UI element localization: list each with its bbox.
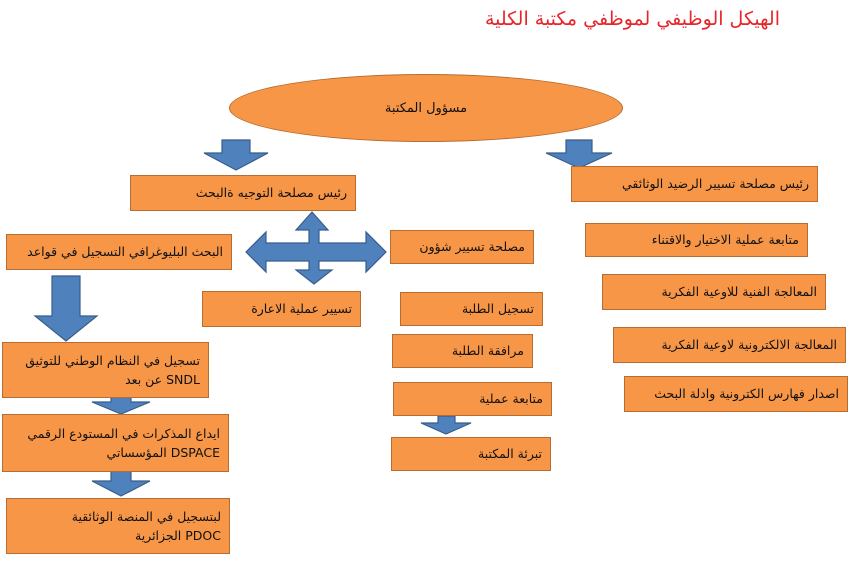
node-catalogs-guides: اصدار فهارس الكترونية وادلة البحث (624, 376, 848, 412)
node-bibliographic-research: البحث البليوغرافي التسجيل في قواعد (6, 234, 232, 270)
node-label: البحث البليوغرافي التسجيل في قواعد (27, 244, 223, 260)
node-label-line: لبتسجيل في المنصة الوثائقية (71, 508, 221, 524)
node-process-follow-up: متابعة عملية (393, 382, 552, 416)
node-label: رئيس مصلحة التوجيه ةالبحث (195, 185, 347, 201)
node-label: اصدار فهارس الكترونية وادلة البحث (654, 386, 839, 402)
arrow-dspace-to-pdoc (91, 469, 151, 497)
node-student-registration: تسجيل الطلبة (400, 292, 543, 326)
node-guidance-research-head: رئيس مصلحة التوجيه ةالبحث (130, 175, 356, 211)
node-label: مصلحة تسيير شؤون (419, 239, 525, 255)
node-label: تبرئة المكتبة (478, 446, 542, 462)
node-label: المعالجة الالكترونية لاوعية الفكرية (661, 337, 837, 353)
node-library-head: مسؤول المكتبة (229, 74, 623, 142)
node-label: متابعة عملية الاختيار والاقتناء (651, 232, 799, 248)
node-label-line: ايداع المذكرات في المستودع الرقمي (27, 425, 220, 441)
node-electronic-processing: المعالجة الالكترونية لاوعية الفكرية (613, 327, 846, 363)
node-label: المعالجة الفنية للاوعية الفكرية (661, 284, 817, 300)
node-collection-management-head: رئيس مصلحة تسيير الرضيد الوثائقي (571, 166, 818, 202)
arrow-root-to-right (545, 139, 613, 169)
arrow-root-to-left (203, 139, 269, 171)
node-loan-management: تسيير عملية الاعارة (202, 291, 361, 327)
node-student-affairs-head: مصلحة تسيير شؤون (390, 230, 534, 264)
node-label: رئيس مصلحة تسيير الرضيد الوثائقي (621, 176, 809, 192)
node-pdoc-registration: لبتسجيل في المنصة الوثائقية PDOC الجزائر… (6, 498, 230, 554)
node-label-line: PDOC الجزائرية (135, 528, 221, 543)
node-label-group: تسجيل في النظام الوطني للتوثيق SNDL عن ب… (11, 351, 200, 390)
arrow-bib-to-sndl (33, 275, 99, 342)
node-label-group: ايداع المذكرات في المستودع الرقمي DSPACE… (11, 424, 220, 463)
node-label-line: SNDL عن بعد (125, 372, 200, 387)
node-label-line: تسجيل في النظام الوطني للتوثيق (25, 352, 200, 368)
arrow-follow-to-clear (420, 415, 472, 435)
node-label: تسجيل الطلبة (461, 301, 534, 317)
node-label-group: لبتسجيل في المنصة الوثائقية PDOC الجزائر… (15, 507, 221, 546)
node-label-line: DSPACE المؤسساتي (106, 445, 220, 460)
node-label: مرافقة الطلبة (451, 343, 524, 359)
node-label: تسيير عملية الاعارة (251, 301, 352, 317)
node-dspace-deposit: ايداع المذكرات في المستودع الرقمي DSPACE… (2, 414, 229, 472)
node-technical-processing: المعالجة الفنية للاوعية الفكرية (602, 274, 826, 310)
node-label: متابعة عملية (479, 391, 543, 407)
node-sndl-registration: تسجيل في النظام الوطني للتوثيق SNDL عن ب… (2, 342, 209, 398)
node-library-clearance: تبرئة المكتبة (391, 437, 551, 471)
node-acquisition: متابعة عملية الاختيار والاقتناء (585, 223, 808, 257)
chart-title: الهيكل الوظيفي لموظفي مكتبة الكلية (484, 8, 780, 30)
four-way-arrow (245, 211, 387, 285)
node-student-support: مرافقة الطلبة (392, 334, 533, 368)
